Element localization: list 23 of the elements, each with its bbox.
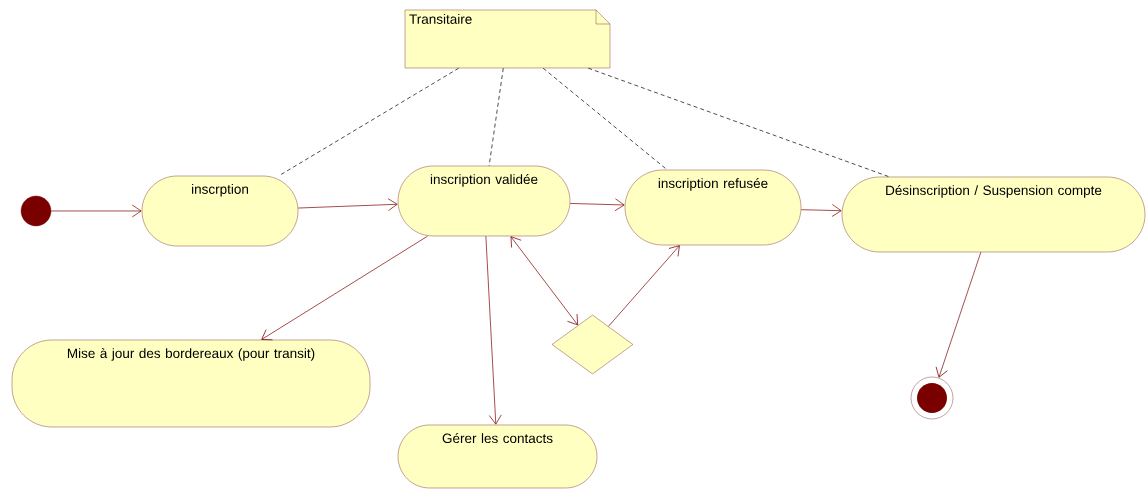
state-box: Désinscription / Suspension compte [841, 176, 1146, 253]
arrow [510, 236, 578, 326]
state-box: Gérer les contacts [397, 424, 598, 489]
arrow [297, 198, 398, 211]
arrow [800, 204, 842, 217]
arrow [608, 245, 680, 327]
arrow [569, 198, 625, 212]
arrow [935, 251, 982, 378]
note: Transitaire [404, 9, 611, 69]
dashed-line [542, 67, 668, 171]
state-box: Mise à jour des bordereaux (pour transit) [11, 339, 371, 428]
arrow [261, 235, 428, 341]
dashed-line [488, 67, 504, 167]
final-state [910, 376, 954, 420]
state-box: inscription validée [397, 165, 571, 237]
state-box: inscription refusée [624, 169, 802, 246]
arrow [50, 204, 142, 218]
state-box: inscrption [141, 175, 299, 247]
decision-diamond [551, 314, 634, 375]
dashed-line [587, 67, 890, 178]
initial-state [20, 195, 52, 227]
arrow [485, 235, 502, 425]
dashed-line [278, 67, 460, 177]
